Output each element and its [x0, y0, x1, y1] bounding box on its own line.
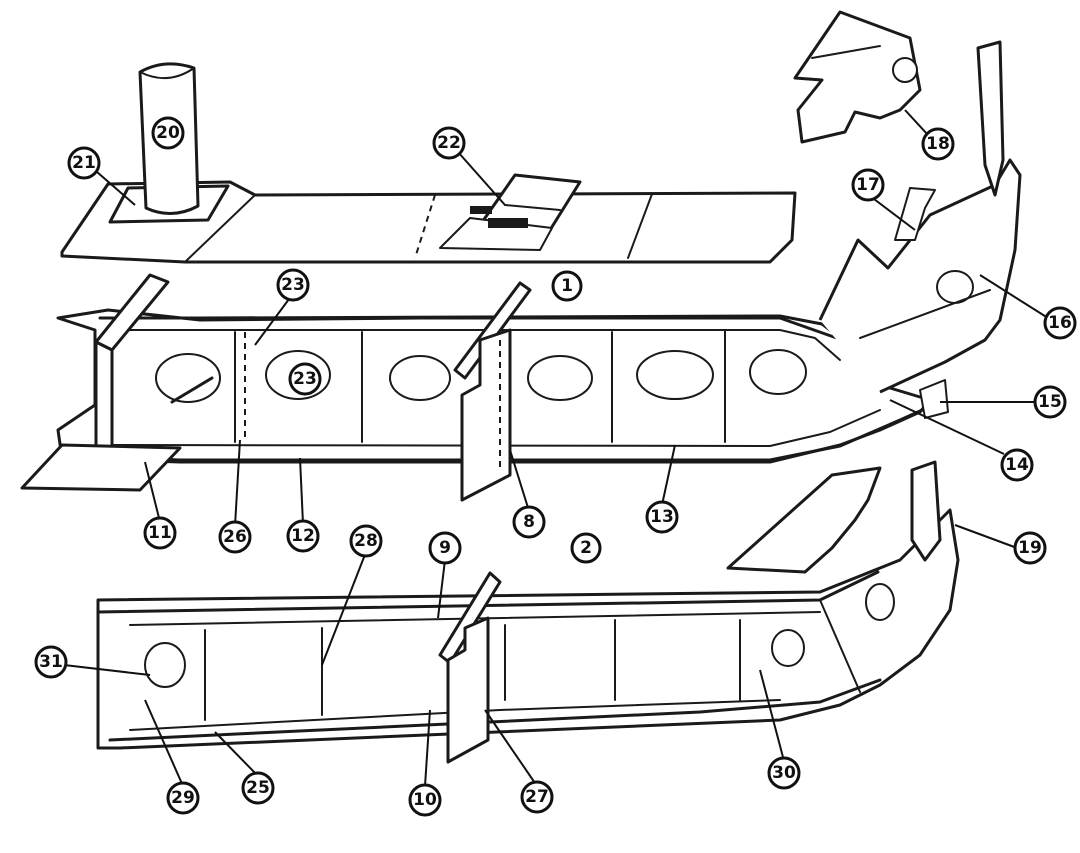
callout-15-circle	[1033, 385, 1067, 419]
callout-16-circle	[1043, 306, 1077, 340]
callout-11-circle	[143, 516, 177, 550]
callout-12-text: 12	[291, 526, 315, 546]
callout-27-text: 27	[525, 787, 549, 807]
callout-31: 31	[34, 645, 68, 679]
callout-29-circle	[166, 781, 200, 815]
callout-10-circle	[408, 783, 442, 817]
callout-29-text: 29	[171, 788, 195, 808]
callout-11-text: 11	[148, 523, 172, 543]
callout-21-text: 21	[72, 153, 96, 173]
callout-9-circle	[428, 531, 462, 565]
callout-22-text: 22	[437, 133, 461, 153]
callout-25-circle	[241, 771, 275, 805]
callout-26-text: 26	[223, 527, 247, 547]
callout-21-circle	[67, 146, 101, 180]
assembly-label-1-text: 1	[561, 276, 573, 296]
callout-15-text: 15	[1038, 392, 1062, 412]
callout-25: 25	[241, 771, 275, 805]
callout-8: 8	[512, 505, 546, 539]
callout-26: 26	[218, 520, 252, 554]
bracket-detail-18	[793, 10, 922, 144]
callout-16: 16	[1043, 306, 1077, 340]
lower-end-stiffener	[910, 460, 942, 562]
curved-end-section	[818, 40, 1022, 419]
top-stiffener	[439, 173, 582, 251]
callout-14-circle	[1000, 448, 1034, 482]
leader-lines	[63, 109, 1049, 787]
callout-12: 12	[286, 519, 320, 553]
lower-transverse-frame	[438, 571, 502, 764]
callout-21: 21	[67, 146, 101, 180]
callout-14-text: 14	[1005, 455, 1029, 475]
callout-20: 20	[151, 116, 185, 150]
callout-26-circle	[218, 520, 252, 554]
callout-24-text: 23	[293, 369, 317, 389]
callout-31-circle	[34, 645, 68, 679]
callout-18: 18	[921, 127, 955, 161]
callout-27-circle	[520, 780, 554, 814]
callout-10-text: 10	[413, 790, 437, 810]
callout-25-text: 25	[246, 778, 270, 798]
callout-17-text: 17	[856, 175, 880, 195]
assembly-label-2: 2	[570, 532, 602, 564]
callout-19-circle	[1013, 531, 1047, 565]
callout-12-circle	[286, 519, 320, 553]
callout-13-text: 13	[650, 507, 674, 527]
callout-8-circle	[512, 505, 546, 539]
callout-20-text: 20	[156, 123, 180, 143]
bottom-plate-left	[20, 443, 182, 492]
assembly-label-1: 1	[551, 270, 583, 302]
assembly-label-2-text: 2	[580, 538, 592, 558]
lower-girder	[96, 508, 960, 750]
callout-8-text: 8	[523, 512, 535, 532]
callout-19: 19	[1013, 531, 1047, 565]
callout-30: 30	[767, 756, 801, 790]
callout-18-circle	[921, 127, 955, 161]
callout-24: 23	[288, 362, 322, 396]
callout-30-circle	[767, 756, 801, 790]
callout-17: 17	[851, 168, 885, 202]
callout-13-circle	[645, 500, 679, 534]
callout-28: 28	[349, 524, 383, 558]
callout-31-text: 31	[39, 652, 63, 672]
callout-13: 13	[645, 500, 679, 534]
callout-23: 23	[276, 268, 310, 302]
callout-9: 9	[428, 531, 462, 565]
callout-30-text: 30	[772, 763, 796, 783]
callout-17-circle	[851, 168, 885, 202]
callout-22: 22	[432, 126, 466, 160]
callout-19-text: 19	[1018, 538, 1042, 558]
transverse-frame-mid	[453, 281, 532, 502]
callout-10: 10	[408, 783, 442, 817]
callout-28-circle	[349, 524, 383, 558]
callout-14: 14	[1000, 448, 1034, 482]
callout-27: 27	[520, 780, 554, 814]
callout-28-text: 28	[354, 531, 378, 551]
callout-11: 11	[143, 516, 177, 550]
transverse-frame-left	[94, 273, 170, 472]
callout-23-text: 23	[281, 275, 305, 295]
callout-18-text: 18	[926, 134, 950, 154]
lower-top-plate	[726, 466, 882, 574]
callout-29: 29	[166, 781, 200, 815]
callout-9-text: 9	[439, 538, 451, 558]
callout-16-text: 16	[1048, 313, 1072, 333]
callout-23-circle	[276, 268, 310, 302]
callout-15: 15	[1033, 385, 1067, 419]
callout-22-circle	[432, 126, 466, 160]
